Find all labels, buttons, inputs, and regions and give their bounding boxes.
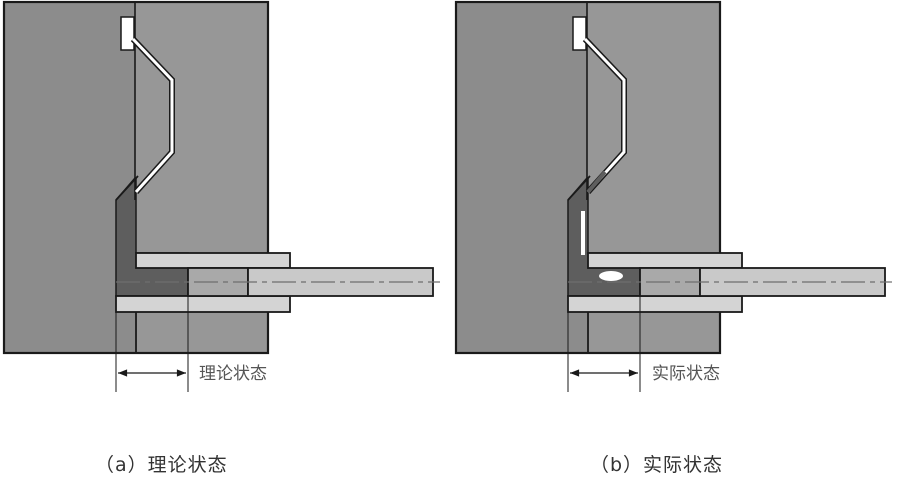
void-defect bbox=[599, 271, 623, 281]
top-bar bbox=[135, 252, 291, 269]
left-block bbox=[456, 2, 587, 353]
caption-b: （b）实际状态 bbox=[590, 454, 724, 476]
block-outline bbox=[2, 0, 270, 355]
fill-diagonal-edge bbox=[567, 175, 591, 201]
panel-a-theoretical bbox=[2, 0, 440, 392]
dimension-label-b: 实际状态 bbox=[652, 364, 720, 384]
top-bar bbox=[587, 252, 743, 269]
panel-b-actual bbox=[454, 0, 892, 392]
bottom-bar bbox=[567, 295, 743, 313]
wire-core bbox=[131, 37, 174, 194]
caption-a: （a）理论状态 bbox=[95, 454, 228, 476]
wire-core bbox=[583, 37, 626, 194]
fill-diagonal-edge bbox=[115, 175, 139, 201]
top-insert bbox=[120, 16, 135, 51]
block-outline bbox=[454, 0, 722, 355]
bottom-bar bbox=[115, 295, 291, 313]
top-insert bbox=[572, 16, 587, 51]
left-block bbox=[4, 2, 135, 353]
dimension-label-a: 理论状态 bbox=[199, 364, 267, 384]
vertical-gap-defect bbox=[581, 211, 585, 255]
wire-filled-segment bbox=[586, 170, 607, 194]
